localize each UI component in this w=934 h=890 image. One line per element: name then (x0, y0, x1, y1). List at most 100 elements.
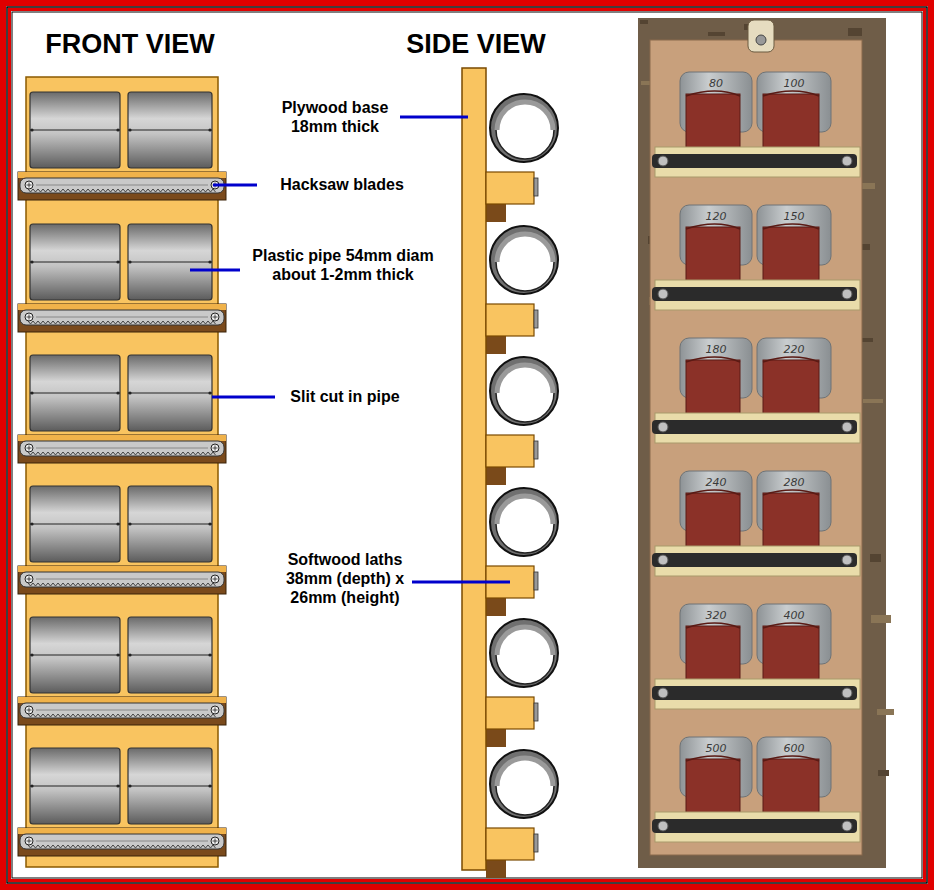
plastic-pipe (30, 617, 120, 693)
slit-dot (208, 391, 211, 394)
pipe-bore (496, 364, 554, 422)
side-view (462, 68, 558, 878)
plastic-pipe (30, 92, 120, 168)
lath-top (18, 828, 226, 834)
blade-teeth (28, 452, 216, 455)
plastic-pipe (128, 224, 212, 300)
photo-screw (658, 821, 668, 831)
sandpaper-curl (686, 357, 740, 362)
slit-dot (208, 128, 211, 131)
callout-label: Softwood laths 38mm (depth) x 26mm (heig… (277, 550, 413, 608)
hacksaw-blade (20, 703, 224, 718)
grade-number: 240 (696, 476, 736, 489)
slit-dot (208, 260, 211, 263)
slit-dot (116, 784, 119, 787)
hacksaw-blade (20, 441, 224, 456)
front-view (18, 77, 226, 867)
plastic-pipe (128, 92, 212, 168)
leader-line (412, 581, 510, 584)
slit-dot (30, 522, 33, 525)
pipe-bore (496, 495, 554, 553)
sandpaper-curl (686, 623, 740, 628)
slit-dot (128, 128, 131, 131)
hacksaw-blade (20, 178, 224, 193)
photo-blade (652, 287, 857, 301)
blade-teeth (28, 583, 216, 586)
screw-slot (27, 577, 32, 582)
softwood-lath (18, 697, 226, 725)
sandpaper-curl (763, 490, 819, 495)
photo-blade (652, 553, 857, 567)
blade-edge (534, 834, 538, 852)
slit-dot (116, 128, 119, 131)
lath-top (18, 172, 226, 178)
leader-line (213, 184, 257, 187)
screw (25, 575, 33, 583)
pipe-ring (490, 488, 558, 556)
sandpaper-curl (763, 91, 819, 96)
slit-dot (116, 391, 119, 394)
frame-border (12, 12, 922, 878)
screw (211, 444, 219, 452)
pipe-inner-shade (497, 758, 553, 786)
photo-screw (658, 555, 668, 565)
pipe-ring (490, 750, 558, 818)
pipe-slit (128, 524, 212, 525)
slit-dot (30, 128, 33, 131)
lath-end (486, 304, 534, 336)
sandpaper-curl (686, 756, 740, 761)
plastic-pipe (30, 224, 120, 300)
slit-dot (30, 391, 33, 394)
softwood-lath (18, 304, 226, 332)
pipe-ring (490, 94, 558, 162)
callout-label: Plywood base 18mm thick (275, 98, 395, 136)
pipe-slit (128, 130, 212, 131)
grade-number: 400 (774, 609, 814, 622)
lath-top (18, 566, 226, 572)
sandpaper-curl (763, 224, 819, 229)
pipe-inner-shade (497, 234, 553, 262)
lath-end (486, 435, 534, 467)
grade-number: 80 (696, 77, 736, 90)
callout-label: Hacksaw blades (257, 175, 427, 194)
screw-slot (213, 708, 218, 713)
grade-number: 220 (774, 343, 814, 356)
leader-line (400, 116, 468, 119)
sandpaper-curl (686, 224, 740, 229)
photo-screw (842, 555, 852, 565)
slit-dot (30, 784, 33, 787)
plastic-pipe (128, 486, 212, 562)
sandpaper-curl (763, 357, 819, 362)
osb-chip (871, 615, 891, 623)
pipe-inner-shade (497, 627, 553, 655)
pipe-ring (490, 226, 558, 294)
softwood-lath (18, 566, 226, 594)
slit-dot (208, 653, 211, 656)
heading: FRONT VIEW (20, 28, 240, 60)
blade-teeth (28, 189, 216, 192)
screw-slot (213, 315, 218, 320)
slit-dot (128, 522, 131, 525)
osb-chip (862, 338, 873, 342)
grade-number: 120 (696, 210, 736, 223)
frame-border (3, 3, 931, 887)
plastic-pipe (30, 748, 120, 824)
sandpaper-curl (686, 490, 740, 495)
screw-slot (213, 446, 218, 451)
pipe-bore (496, 233, 554, 291)
screw (25, 313, 33, 321)
pipe-slit (30, 786, 120, 787)
grade-number: 150 (774, 210, 814, 223)
screw-slot (27, 183, 32, 188)
blade-line (36, 448, 208, 449)
slit-dot (116, 653, 119, 656)
slit-dot (128, 391, 131, 394)
lath-end (486, 697, 534, 729)
blade-edge (534, 178, 538, 196)
pipe-bore (496, 101, 554, 159)
slit-dot (208, 784, 211, 787)
lath-top (18, 304, 226, 310)
screw (25, 444, 33, 452)
softwood-lath (18, 828, 226, 856)
